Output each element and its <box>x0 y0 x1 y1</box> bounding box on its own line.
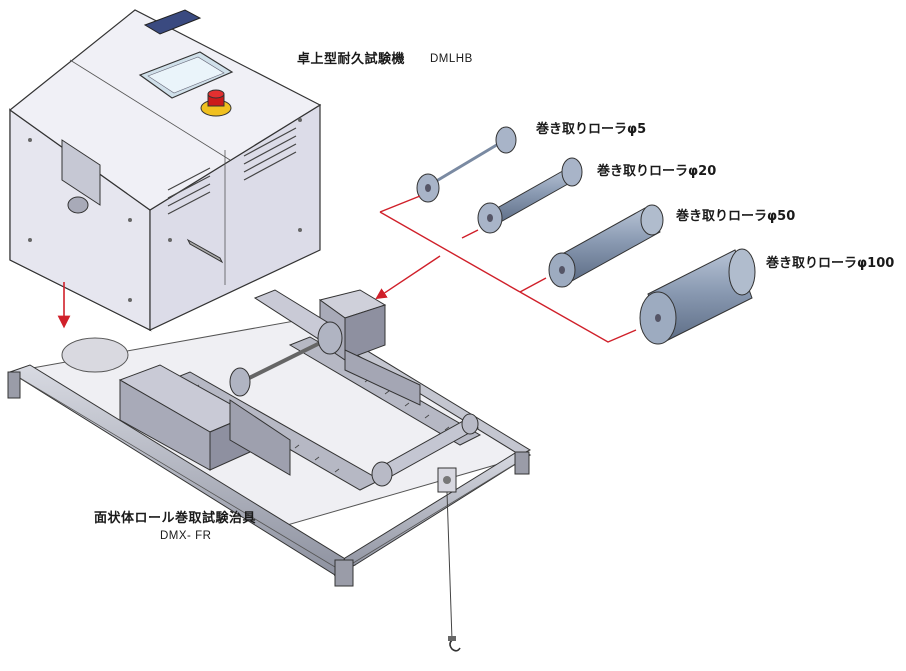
weight-cable <box>446 491 453 641</box>
left-carriage-block <box>118 364 291 476</box>
base-plate-cutout <box>61 337 129 373</box>
installed-roller-flange <box>317 321 343 355</box>
roller-phi50 <box>548 204 664 288</box>
panel-seam <box>69 59 231 161</box>
display-screen <box>147 56 225 94</box>
machine-name-label: 卓上型耐久試験機 <box>297 52 406 67</box>
front-bearing-icon <box>67 196 89 214</box>
roller-label-phi5: 巻き取りローラφ5 <box>536 122 647 137</box>
frame-foot <box>514 451 530 475</box>
linear-guide-rail-right <box>288 336 482 446</box>
frame-foot <box>334 559 354 587</box>
rail-slot-line <box>344 457 526 569</box>
rail-slot-line <box>19 377 341 571</box>
drive-shaft <box>186 238 224 264</box>
vent-slots <box>167 127 297 215</box>
installed-roller-shaft <box>234 336 331 387</box>
frame-foot <box>7 371 21 399</box>
roller-label-phi20: 巻き取りローラφ20 <box>597 164 717 179</box>
emergency-stop-icon <box>200 89 232 117</box>
brand-plate <box>143 9 202 35</box>
installed-roller-flange <box>229 367 251 397</box>
fixture-assembly <box>7 289 532 652</box>
fixture-model-label: DMX- FR <box>160 530 212 542</box>
machine-model-label: DMLHB <box>430 53 473 65</box>
roller-phi20 <box>477 157 583 234</box>
fixture-name-label: 面状体ロール巻取試験治具 <box>94 511 257 526</box>
roller-connector-lines <box>375 195 637 343</box>
roller-phi5 <box>416 126 517 203</box>
roller-label-phi50: 巻き取りローラφ50 <box>676 209 796 224</box>
front-access-door <box>61 139 101 206</box>
roller-label-phi100: 巻き取りローラφ100 <box>766 256 895 271</box>
machine-assembly <box>9 9 322 332</box>
roller-phi100 <box>639 248 756 345</box>
weight-hook-icon <box>448 636 461 652</box>
panel-screws <box>28 118 302 302</box>
